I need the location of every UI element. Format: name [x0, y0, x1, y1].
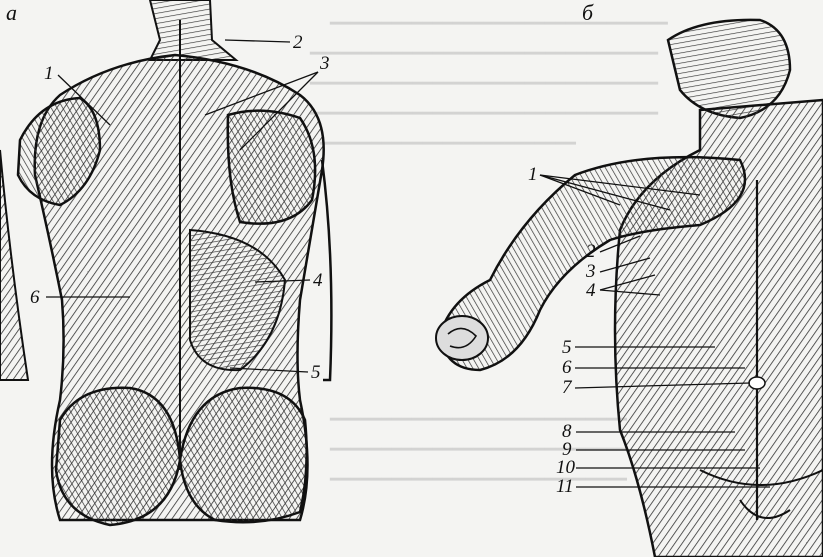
- front-view-figure: [436, 20, 823, 557]
- back-label-3: 3: [320, 54, 330, 73]
- panel-label-a: а: [6, 2, 17, 24]
- panel-label-b: б: [582, 2, 593, 24]
- back-label-2: 2: [293, 33, 303, 52]
- back-label-1: 1: [44, 64, 54, 83]
- front-label-1: 1: [528, 165, 538, 184]
- front-label-6: 6: [562, 358, 572, 377]
- front-label-2: 2: [586, 242, 596, 261]
- front-label-7: 7: [562, 378, 572, 397]
- front-label-3: 3: [586, 262, 596, 281]
- front-label-10: 10: [556, 458, 575, 477]
- back-label-6: 6: [30, 288, 40, 307]
- back-label-5: 5: [311, 363, 321, 382]
- front-label-5: 5: [562, 338, 572, 357]
- front-label-4: 4: [586, 281, 596, 300]
- back-label-4: 4: [313, 271, 323, 290]
- front-label-11: 11: [556, 477, 574, 496]
